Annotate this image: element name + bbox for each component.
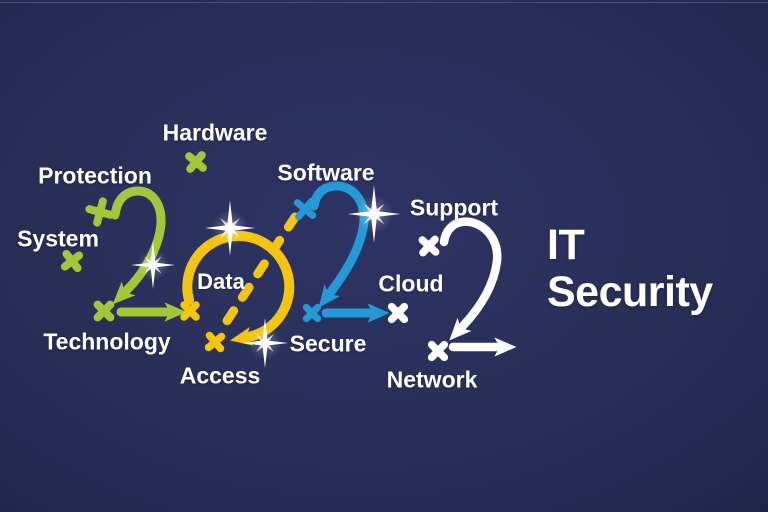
label-access: Access	[179, 362, 261, 389]
slash-dashed-line	[218, 212, 300, 332]
digit-0-yellow-circle-arrow	[182, 212, 300, 346]
label-support: Support	[409, 194, 499, 221]
label-system: System	[17, 225, 99, 252]
label-technology: Technology	[43, 328, 171, 355]
sparkle-icon	[204, 200, 256, 256]
label-software: Software	[277, 159, 375, 186]
green-cross-marks	[60, 151, 207, 322]
label-network: Network	[386, 366, 478, 393]
top-edge-highlight	[0, 2, 768, 3]
white-cross-marks	[387, 235, 449, 362]
label-protection: Protection	[38, 162, 152, 189]
sparkle-icon	[131, 241, 175, 289]
label-data: Data	[197, 269, 245, 294]
label-secure: Secure	[289, 330, 367, 357]
label-hardware: Hardware	[162, 119, 268, 146]
title-line-it: IT	[547, 221, 585, 269]
page-title: IT Security	[547, 222, 713, 316]
title-line-security: Security	[547, 268, 713, 316]
sparkle-icon	[347, 185, 401, 243]
yellow-cross-marks	[180, 301, 226, 353]
sparkle-icon	[241, 317, 289, 369]
digit-2-white-arrow	[439, 217, 517, 357]
label-cloud: Cloud	[378, 270, 444, 297]
blue-cross-marks	[293, 197, 322, 323]
